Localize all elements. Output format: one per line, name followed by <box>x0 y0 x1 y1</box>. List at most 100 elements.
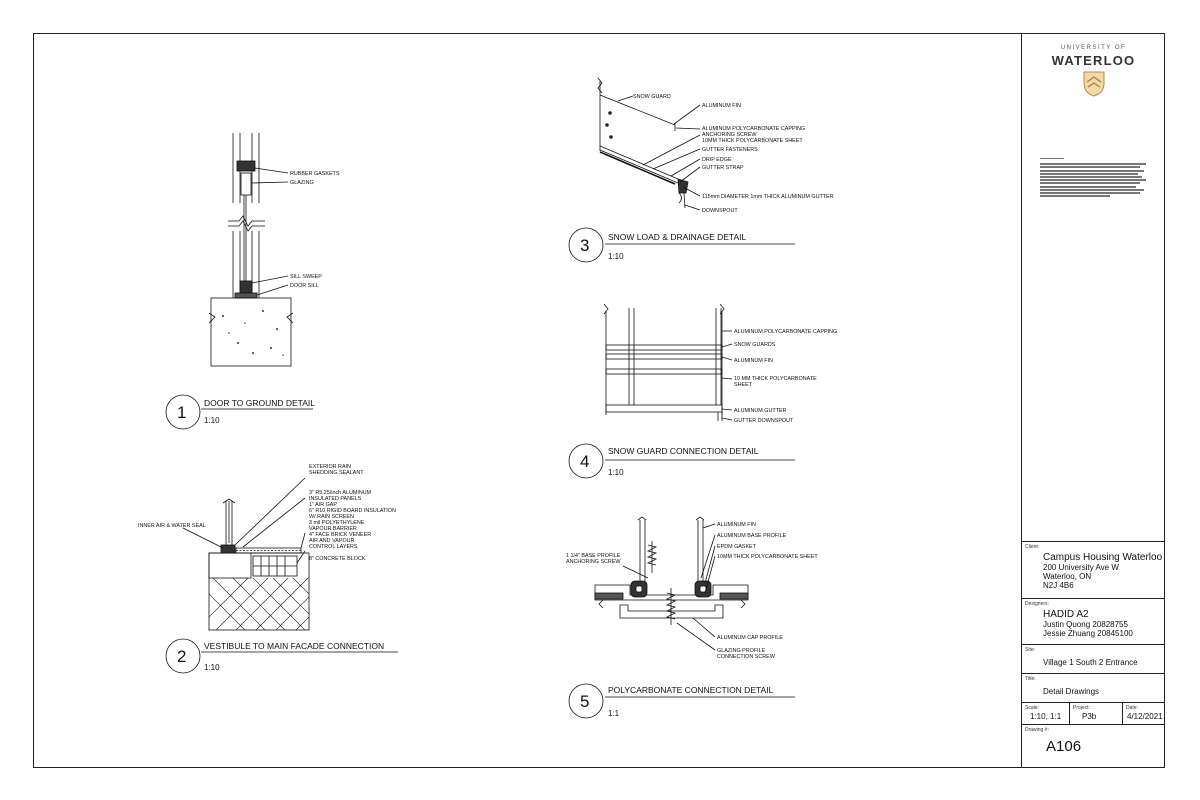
site-value: Village 1 South 2 Entrance <box>1043 658 1138 667</box>
d5-callout-2: ALUMINUM BASE PROFILE <box>717 533 787 539</box>
d2-callout-12: CONTROL LAYERS <box>309 544 358 550</box>
designers-label: Designers: <box>1025 601 1049 607</box>
d3-scale: 1:10 <box>608 252 624 261</box>
logo-main-text: WATERLOO <box>1051 53 1136 68</box>
d5-scale: 1:1 <box>608 709 620 718</box>
d4-scale: 1:10 <box>608 468 624 477</box>
d4-callout-6: ALUMINUM GUTTER <box>734 408 787 414</box>
d2-callout-3: 3" R5.25/inch ALUMINUM <box>309 490 372 496</box>
client-name: Campus Housing Waterloo <box>1043 552 1163 563</box>
logo-top-text: UNIVERSITY OF <box>1060 45 1127 51</box>
scale-project-date-row: Scale: 1:10, 1:1 Project: P3b Date: 4/12… <box>1022 702 1165 724</box>
d1-scale: 1:10 <box>204 416 220 425</box>
d4-callout-7: GUTTER DOWNSPOUT <box>734 418 794 424</box>
date-cell: Date: 4/12/2021 <box>1122 703 1163 724</box>
d1-number: 1 <box>177 403 186 422</box>
d1-callout-2: GLAZING <box>290 180 314 186</box>
scale-label: Scale: <box>1025 705 1039 711</box>
d1-callout-4: DOOR SILL <box>290 283 319 289</box>
title-cell: Title: Detail Drawings <box>1022 673 1165 702</box>
d3-callout-left: SNOW GUARD <box>633 94 671 100</box>
d2-number: 2 <box>177 647 186 666</box>
date-label: Date: <box>1126 705 1138 711</box>
d1-callout-1: RUBBER GASKETS <box>290 171 340 177</box>
d4-number-circle <box>568 443 604 479</box>
d2-title: VESTIBULE TO MAIN FACADE CONNECTION <box>204 641 384 651</box>
client-cell: Client: Campus Housing Waterloo 200 Univ… <box>1022 541 1165 598</box>
site-cell: Site: Village 1 South 2 Entrance <box>1022 644 1165 673</box>
d5-callout-left-1: 1 1/4" BASE PROFILE <box>566 553 621 559</box>
d3-callout-6: DRIP EDGE <box>702 157 732 163</box>
d4-callout-5: SHEET <box>734 382 753 388</box>
d5-title: POLYCARBONATE CONNECTION DETAIL <box>608 685 774 695</box>
d2-callout-1: EXTERIOR RAIN <box>309 464 351 470</box>
client-address-3: N2J 4B6 <box>1043 581 1074 590</box>
date-value: 4/12/2021 <box>1127 712 1163 721</box>
d5-callout-left-2: ANCHORING SCREW <box>566 559 621 565</box>
title-label: Title: <box>1025 676 1036 682</box>
d2-callout-left: INNER AIR & WATER SEAL <box>138 523 206 529</box>
d3-callout-3: ANCHORING SCREW <box>702 132 757 138</box>
project-label: Project: <box>1073 705 1090 711</box>
d3-number: 3 <box>580 236 589 255</box>
d2-callout-7: W/ RAIN SCREEN <box>309 514 354 520</box>
detail-2-vestibule-facade: INNER AIR & WATER SEAL EXTERIOR RAIN SHE… <box>138 464 398 674</box>
d2-callout-10: 4" FACE BRICK VENEER <box>309 532 371 538</box>
d3-number-circle <box>568 227 604 263</box>
detail-4-snow-guard-connection: ALUMINUM POLYCARBONATE CAPPING SNOW GUAR… <box>568 303 837 479</box>
drawing-sheet-border <box>33 33 1165 768</box>
d3-title: SNOW LOAD & DRAINAGE DETAIL <box>608 232 747 242</box>
d4-callout-2: SNOW GUARDS <box>734 342 776 348</box>
d5-callout-3: EPDM GASKET <box>717 544 757 550</box>
d5-number-circle <box>568 683 604 719</box>
d5-callout-5: ALUMINUM CAP PROFILE <box>717 635 783 641</box>
scale-value: 1:10, 1:1 <box>1030 712 1062 721</box>
d2-callout-13: 8" CONCRETE BLOCK <box>309 556 366 562</box>
title-value: Detail Drawings <box>1043 687 1100 696</box>
d2-callout-11: AIR AND VAPOUR <box>309 538 355 544</box>
university-logo: UNIVERSITY OF WATERLOO <box>1022 33 1165 111</box>
client-address-1: 200 University Ave W <box>1043 563 1119 572</box>
d3-callout-1: ALUMINUM FIN <box>702 103 741 109</box>
d5-callout-6: GLAZING PROFILE <box>717 648 766 654</box>
designers-cell: Designers: HADID A2 Justin Quong 2082875… <box>1022 598 1165 644</box>
d1-number-circle <box>165 394 201 430</box>
d4-title: SNOW GUARD CONNECTION DETAIL <box>608 446 759 456</box>
detail-1-door-to-ground: RUBBER GASKETS GLAZING SILL SWEEP DOOR S… <box>165 133 340 430</box>
d3-callout-4: 10MM THICK POLYCARBONATE SHEET <box>702 138 803 144</box>
d3-callout-7: GUTTER STRAP <box>702 165 744 171</box>
drawing-number: A106 <box>1046 738 1082 755</box>
d5-callout-7: CONNECTION SCREW <box>717 654 776 660</box>
title-block: UNIVERSITY OF WATERLOO Client: Campus Ho… <box>1021 33 1165 768</box>
d2-callout-4: INSULATED PANELS <box>309 496 362 502</box>
detail-5-polycarbonate-connection: 1 1/4" BASE PROFILE ANCHORING SCREW ALUM… <box>566 516 818 719</box>
designer-1: Justin Quong 20828755 <box>1043 620 1128 629</box>
project-value: P3b <box>1082 712 1097 721</box>
crest-icon <box>1083 71 1105 97</box>
d5-callout-4: 10MM THICK POLYCARBONATE SHEET <box>717 554 818 560</box>
drawing-area: RUBBER GASKETS GLAZING SILL SWEEP DOOR S… <box>33 33 1021 768</box>
project-cell: Project: P3b <box>1069 703 1096 724</box>
site-label: Site: <box>1025 647 1036 653</box>
d1-title: DOOR TO GROUND DETAIL <box>204 398 315 408</box>
d3-callout-8: 115mm DIAMETER 1mm THICK ALUMINUM GUTTER <box>702 194 834 200</box>
d2-callout-2: SHEDDING SEALANT <box>309 470 364 476</box>
designer-team: HADID A2 <box>1043 609 1089 620</box>
d2-number-circle <box>165 638 201 674</box>
detail-3-snow-load-drainage: SNOW GUARD ALUMINUM FIN ALUMINUM POLYCAR… <box>568 77 834 263</box>
d2-callout-6: 6" R10 RIGID BOARD INSULATION <box>309 508 396 514</box>
client-address-2: Waterloo, ON <box>1043 572 1092 581</box>
d3-callout-5: GUTTER FASTENERS <box>702 147 758 153</box>
d3-callout-9: DOWNSPOUT <box>702 208 738 214</box>
designer-2: Jessie Zhuang 20845100 <box>1043 629 1133 638</box>
detail-drawings-svg: RUBBER GASKETS GLAZING SILL SWEEP DOOR S… <box>138 77 837 719</box>
drawing-number-label: Drawing #: <box>1025 727 1049 733</box>
drawing-number-cell: Drawing #: A106 <box>1022 724 1165 768</box>
d2-scale: 1:10 <box>204 663 220 672</box>
general-notes-block <box>1040 157 1152 198</box>
d2-callout-8: 3 mil POLYETHYLENE <box>309 520 365 526</box>
d4-number: 4 <box>580 452 589 471</box>
d2-callout-9: VAPOUR BARRIER <box>309 526 357 532</box>
d2-callout-5: 1" AIR GAP <box>309 502 337 508</box>
d4-callout-3: ALUMINUM FIN <box>734 358 773 364</box>
